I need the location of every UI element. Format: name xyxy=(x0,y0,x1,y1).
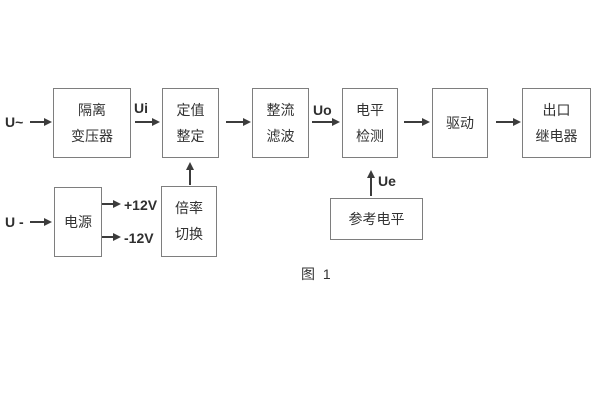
block-rectifier-filter: 整流 滤波 xyxy=(252,88,309,158)
arrow-ui xyxy=(135,118,160,126)
block-label: 继电器 xyxy=(535,127,578,144)
block-label: 整流 xyxy=(266,101,295,118)
arrow-ac-input xyxy=(30,118,52,126)
arrow-driver-to-relay xyxy=(496,118,521,126)
signal-label-ue: Ue xyxy=(378,173,396,189)
arrow-neg12v xyxy=(102,233,121,241)
arrow-dc-input xyxy=(30,218,52,226)
arrow-ue-to-level xyxy=(367,170,375,196)
block-ratio-switch: 倍率 切换 xyxy=(161,186,217,257)
figure-caption: 图 1 xyxy=(301,266,333,282)
block-power-supply: 电源 xyxy=(54,187,102,257)
block-reference-level: 参考电平 xyxy=(330,198,423,240)
signal-label-uo: Uo xyxy=(313,102,332,118)
arrow-pos12v xyxy=(102,200,121,208)
block-label: 电源 xyxy=(64,213,92,230)
block-label: 检测 xyxy=(356,127,384,144)
block-level-detect: 电平 检测 xyxy=(342,88,398,158)
block-label: 滤波 xyxy=(266,127,295,144)
block-label: 变压器 xyxy=(71,127,113,144)
block-label: 整定 xyxy=(176,127,205,144)
rail-label-pos12v: +12V xyxy=(124,197,158,213)
block-label: 倍率 xyxy=(175,200,203,216)
block-isolation-transformer: 隔离 变压器 xyxy=(53,88,131,158)
input-label-ac: U~ xyxy=(5,114,24,130)
arrow-level-to-driver xyxy=(404,118,430,126)
block-label: 切换 xyxy=(175,226,203,242)
arrow-setpoint-to-rectifier xyxy=(226,118,251,126)
block-driver: 驱动 xyxy=(432,88,488,158)
block-output-relay: 出口 继电器 xyxy=(522,88,591,158)
block-label: 定值 xyxy=(176,101,205,118)
block-setpoint-adjust: 定值 整定 xyxy=(162,88,219,158)
block-label: 出口 xyxy=(542,101,571,118)
signal-label-ui: Ui xyxy=(134,100,148,116)
block-label: 隔离 xyxy=(78,101,106,118)
block-label: 电平 xyxy=(356,101,384,118)
arrow-uo xyxy=(312,118,340,126)
rail-label-neg12v: -12V xyxy=(124,230,154,246)
block-label: 参考电平 xyxy=(348,210,405,227)
input-label-dc: U - xyxy=(5,214,24,230)
block-label: 驱动 xyxy=(446,114,474,131)
arrow-ratio-to-setpoint xyxy=(186,162,194,185)
